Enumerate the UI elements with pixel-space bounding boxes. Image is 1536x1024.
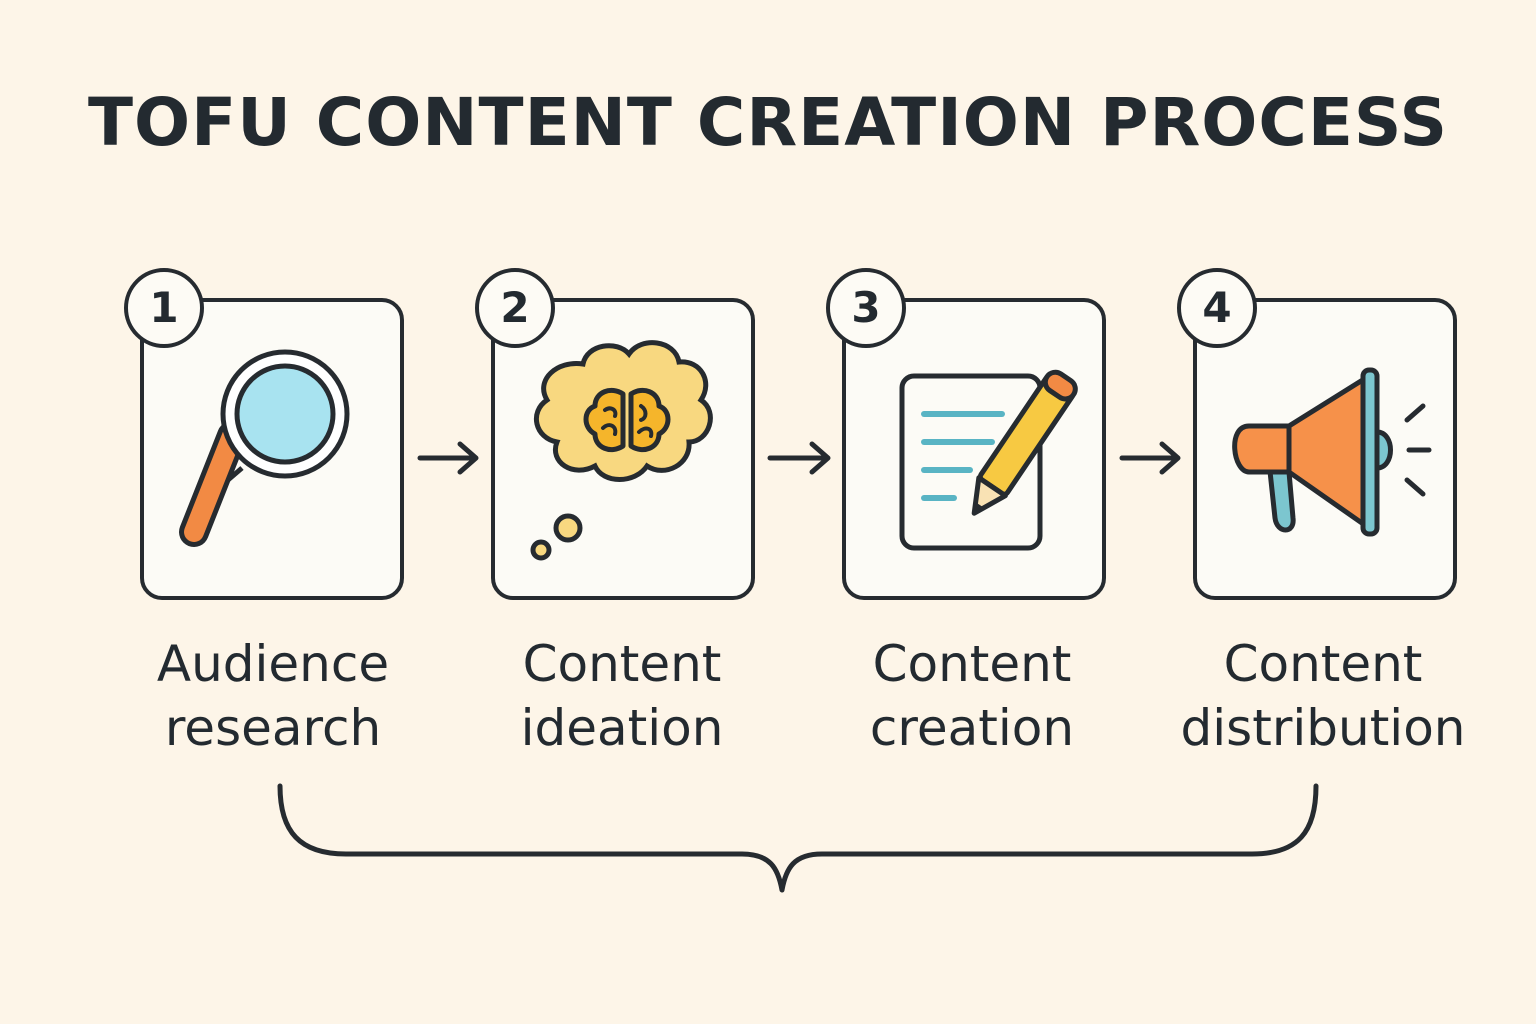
step-label-line-2: creation: [869, 699, 1075, 757]
step-content-creation: 3: [826, 268, 1106, 600]
arrow-icon: [767, 441, 831, 475]
arrow-icon: [1119, 441, 1181, 475]
arrow-icon: [417, 441, 479, 475]
step-label-line-1: Audience: [156, 635, 390, 693]
step-number-badge: 1: [124, 268, 204, 348]
step-label-line-1: Content: [872, 635, 1072, 693]
step-label-line-2: distribution: [1180, 699, 1466, 757]
step-number-badge: 2: [475, 268, 555, 348]
step-box: [491, 298, 755, 600]
step-label-line-1: Content: [522, 635, 722, 693]
brain-thought-bubble-icon: [530, 340, 713, 561]
step-audience-research: 1: [124, 268, 404, 600]
document-pencil-icon: [899, 369, 1078, 551]
magnifying-glass-icon: [179, 349, 350, 547]
step-label: Content ideation: [442, 632, 802, 760]
step-label-line-2: research: [164, 699, 382, 757]
step-number-badge: 4: [1177, 268, 1257, 348]
step-content-ideation: 2: [475, 268, 755, 600]
step-content-distribution: 4: [1177, 268, 1457, 600]
step-box: [140, 298, 404, 600]
step-label: Content creation: [792, 632, 1152, 760]
step-label: Audience research: [93, 632, 453, 760]
curly-brace: [277, 783, 1319, 893]
step-label: Content distribution: [1143, 632, 1503, 760]
step-label-line-2: ideation: [520, 699, 724, 757]
step-box: [1193, 298, 1457, 600]
step-number-badge: 3: [826, 268, 906, 348]
megaphone-icon: [1232, 367, 1432, 537]
step-box: [842, 298, 1106, 600]
step-label-line-1: Content: [1223, 635, 1423, 693]
diagram-title: TOFU CONTENT CREATION PROCESS: [87, 84, 1449, 161]
